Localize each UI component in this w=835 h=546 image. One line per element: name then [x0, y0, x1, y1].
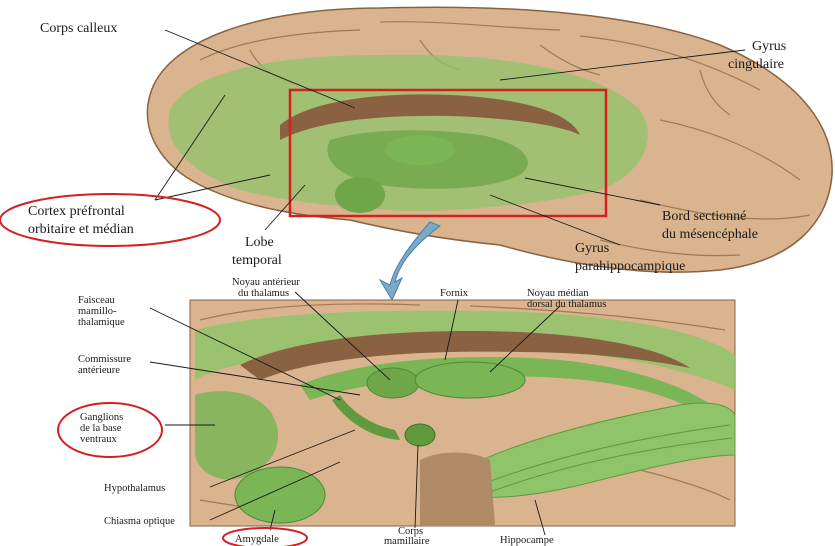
label-hypothalamus: Hypothalamus: [104, 483, 165, 494]
label-faisceau-1: Faisceau: [78, 295, 115, 306]
label-noyau-med-2: dorsal du thalamus: [527, 299, 606, 310]
label-fornix: Fornix: [440, 288, 469, 299]
label-parahippo-2: parahippocampique: [575, 259, 685, 274]
label-corps-calleux: Corps calleux: [40, 21, 117, 36]
label-bord-2: du mésencéphale: [662, 227, 758, 242]
label-cortex-2: orbitaire et médian: [28, 222, 134, 237]
bottom-thalamus-anterior: [367, 368, 419, 398]
label-cortex-1: Cortex préfrontal: [28, 204, 125, 219]
bottom-mamillary-body: [405, 424, 435, 446]
bottom-thalamus-dorsal: [415, 362, 525, 398]
label-bord-1: Bord sectionné: [662, 209, 746, 224]
label-noyau-ant-1: Noyau antérieur: [232, 277, 300, 288]
label-ganglions-2: de la base: [80, 423, 122, 434]
bottom-amygdala: [235, 467, 325, 523]
label-commissure-2: antérieure: [78, 365, 120, 376]
label-hippocampe: Hippocampe: [500, 535, 554, 546]
top-thalamus: [385, 135, 455, 165]
label-ganglions-1: Ganglions: [80, 412, 123, 423]
label-parahippo-1: Gyrus: [575, 241, 609, 256]
label-gyrus-cingulaire-1: Gyrus: [752, 39, 786, 54]
label-commissure-1: Commissure: [78, 354, 131, 365]
cortex-highlight-ellipse: [0, 194, 220, 246]
label-lobe-2: temporal: [232, 253, 282, 268]
label-gyrus-cingulaire-2: cingulaire: [728, 57, 784, 72]
label-faisceau-3: thalamique: [78, 317, 125, 328]
label-faisceau-2: mamillo-: [78, 306, 117, 317]
label-noyau-med-1: Noyau médian: [527, 288, 589, 299]
label-lobe-1: Lobe: [245, 235, 274, 250]
label-noyau-ant-2: du thalamus: [238, 288, 289, 299]
zoom-arrow: [380, 222, 440, 300]
label-ganglions-3: ventraux: [80, 434, 117, 445]
label-amygdale: Amygdale: [235, 534, 279, 545]
label-chiasma: Chiasma optique: [104, 516, 175, 527]
label-corps-mam-2: mamillaire: [384, 536, 430, 546]
top-amygdala: [335, 177, 385, 213]
bottom-brown-stem: [420, 453, 495, 526]
